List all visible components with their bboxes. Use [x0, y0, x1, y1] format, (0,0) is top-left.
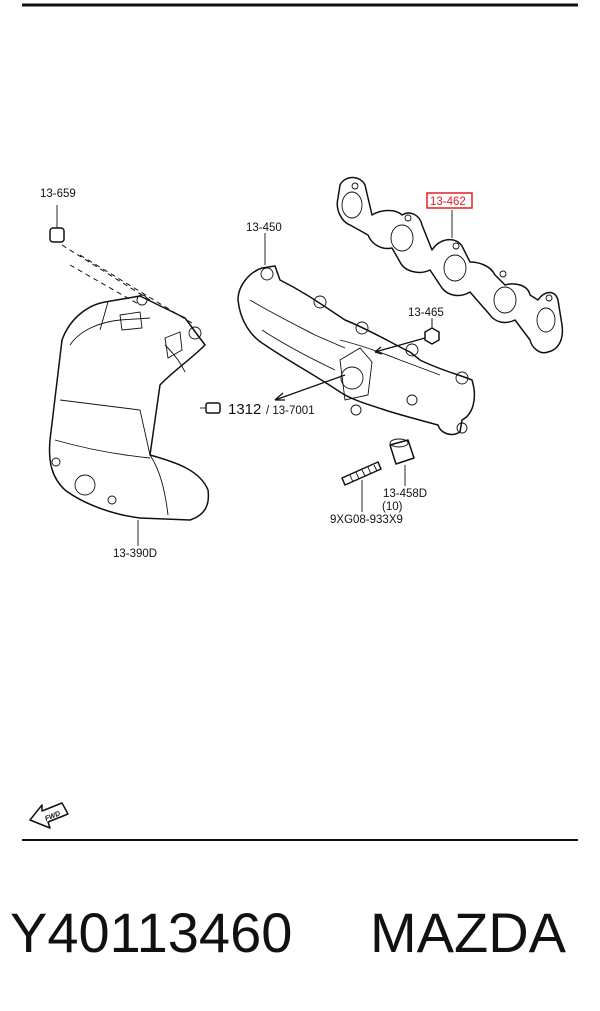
bolt-13-659[interactable]: [49, 205, 65, 243]
brand-name: MAZDA: [370, 901, 567, 964]
exhaust-manifold-13-450[interactable]: [237, 265, 476, 436]
label-13-390d: 13-390D: [113, 548, 157, 560]
spacer-13-458d[interactable]: [389, 438, 415, 486]
label-13-659: 13-659: [40, 188, 76, 200]
label-13-462: 13-462: [430, 196, 466, 208]
sensor-1312-icon[interactable]: [200, 402, 221, 414]
label-13-450: 13-450: [246, 222, 282, 234]
highlight-box-13-462: [426, 192, 473, 209]
label-13-458d-qty: (10): [382, 501, 403, 513]
dashed-leader-bolt: [61, 244, 196, 326]
label-13-458d: 13-458D: [383, 488, 427, 500]
label-13-7001: / 13-7001: [266, 405, 315, 417]
sensor-leader-arrow: [274, 374, 346, 401]
gasket-13-462[interactable]: [336, 176, 564, 354]
part-number: Y40113460: [10, 901, 292, 964]
fwd-arrow-icon: FWD: [29, 802, 69, 829]
heat-shield-13-390d[interactable]: [48, 294, 210, 521]
label-13-465: 13-465: [408, 307, 444, 319]
label-9xg08-933x9: 9XG08-933X9: [330, 514, 403, 526]
nut-leader-arrow: [374, 337, 426, 353]
stud-9xg08-933x9[interactable]: [341, 461, 382, 512]
label-1312: 1312: [228, 401, 261, 418]
